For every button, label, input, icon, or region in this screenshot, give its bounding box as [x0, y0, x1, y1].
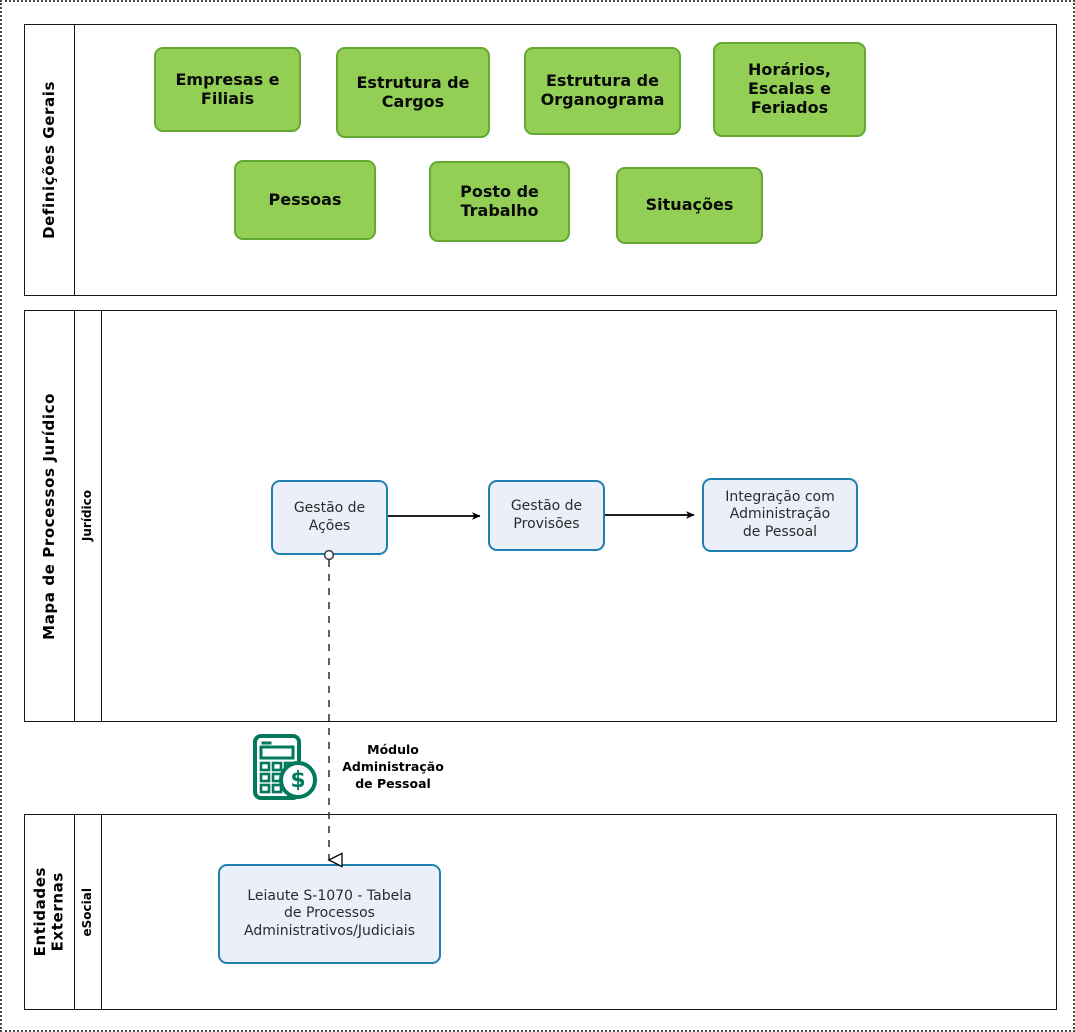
- module-annotation-label: Módulo Administração de Pessoal: [342, 742, 444, 791]
- lane-title-label: Jurídico: [80, 490, 95, 542]
- task-pessoas[interactable]: Pessoas: [234, 160, 376, 240]
- task-empresas-e-filiais[interactable]: Empresas e Filiais: [154, 47, 301, 132]
- pool-title-entidades-externas: Entidades Externas: [25, 815, 75, 1009]
- task-integracao-com-administracao-de-pessoal[interactable]: Integração com Administração de Pessoal: [702, 478, 858, 552]
- lane-title-label: eSocial: [80, 887, 95, 937]
- lane-title-juridico: Jurídico: [75, 311, 102, 721]
- task-gestao-de-provisoes[interactable]: Gestão de Provisões: [488, 480, 605, 551]
- task-estrutura-de-organograma[interactable]: Estrutura de Organograma: [524, 47, 681, 135]
- pool-title-label: Mapa de Processos Jurídico: [39, 392, 58, 640]
- lane-title-esocial: eSocial: [75, 815, 102, 1009]
- task-posto-de-trabalho[interactable]: Posto de Trabalho: [429, 161, 570, 242]
- pool-title-label: Definições Gerais: [39, 81, 58, 239]
- pool-title-label: Entidades Externas: [31, 867, 67, 957]
- task-gestao-de-acoes[interactable]: Gestão de Ações: [271, 480, 388, 555]
- pool-title-mapa-processos-juridico: Mapa de Processos Jurídico: [25, 311, 75, 721]
- task-situacoes[interactable]: Situações: [616, 167, 763, 244]
- pool-title-definicoes-gerais: Definições Gerais: [25, 25, 75, 295]
- calculator-money-icon: $: [250, 732, 320, 802]
- task-leiaute-s-1070[interactable]: Leiaute S-1070 - Tabela de Processos Adm…: [218, 864, 441, 964]
- task-horarios-escalas-e-feriados[interactable]: Horários, Escalas e Feriados: [713, 42, 866, 137]
- svg-text:$: $: [290, 768, 305, 793]
- task-estrutura-de-cargos[interactable]: Estrutura de Cargos: [336, 47, 490, 138]
- pool-entidades-externas: Entidades Externas eSocial: [24, 814, 1057, 1010]
